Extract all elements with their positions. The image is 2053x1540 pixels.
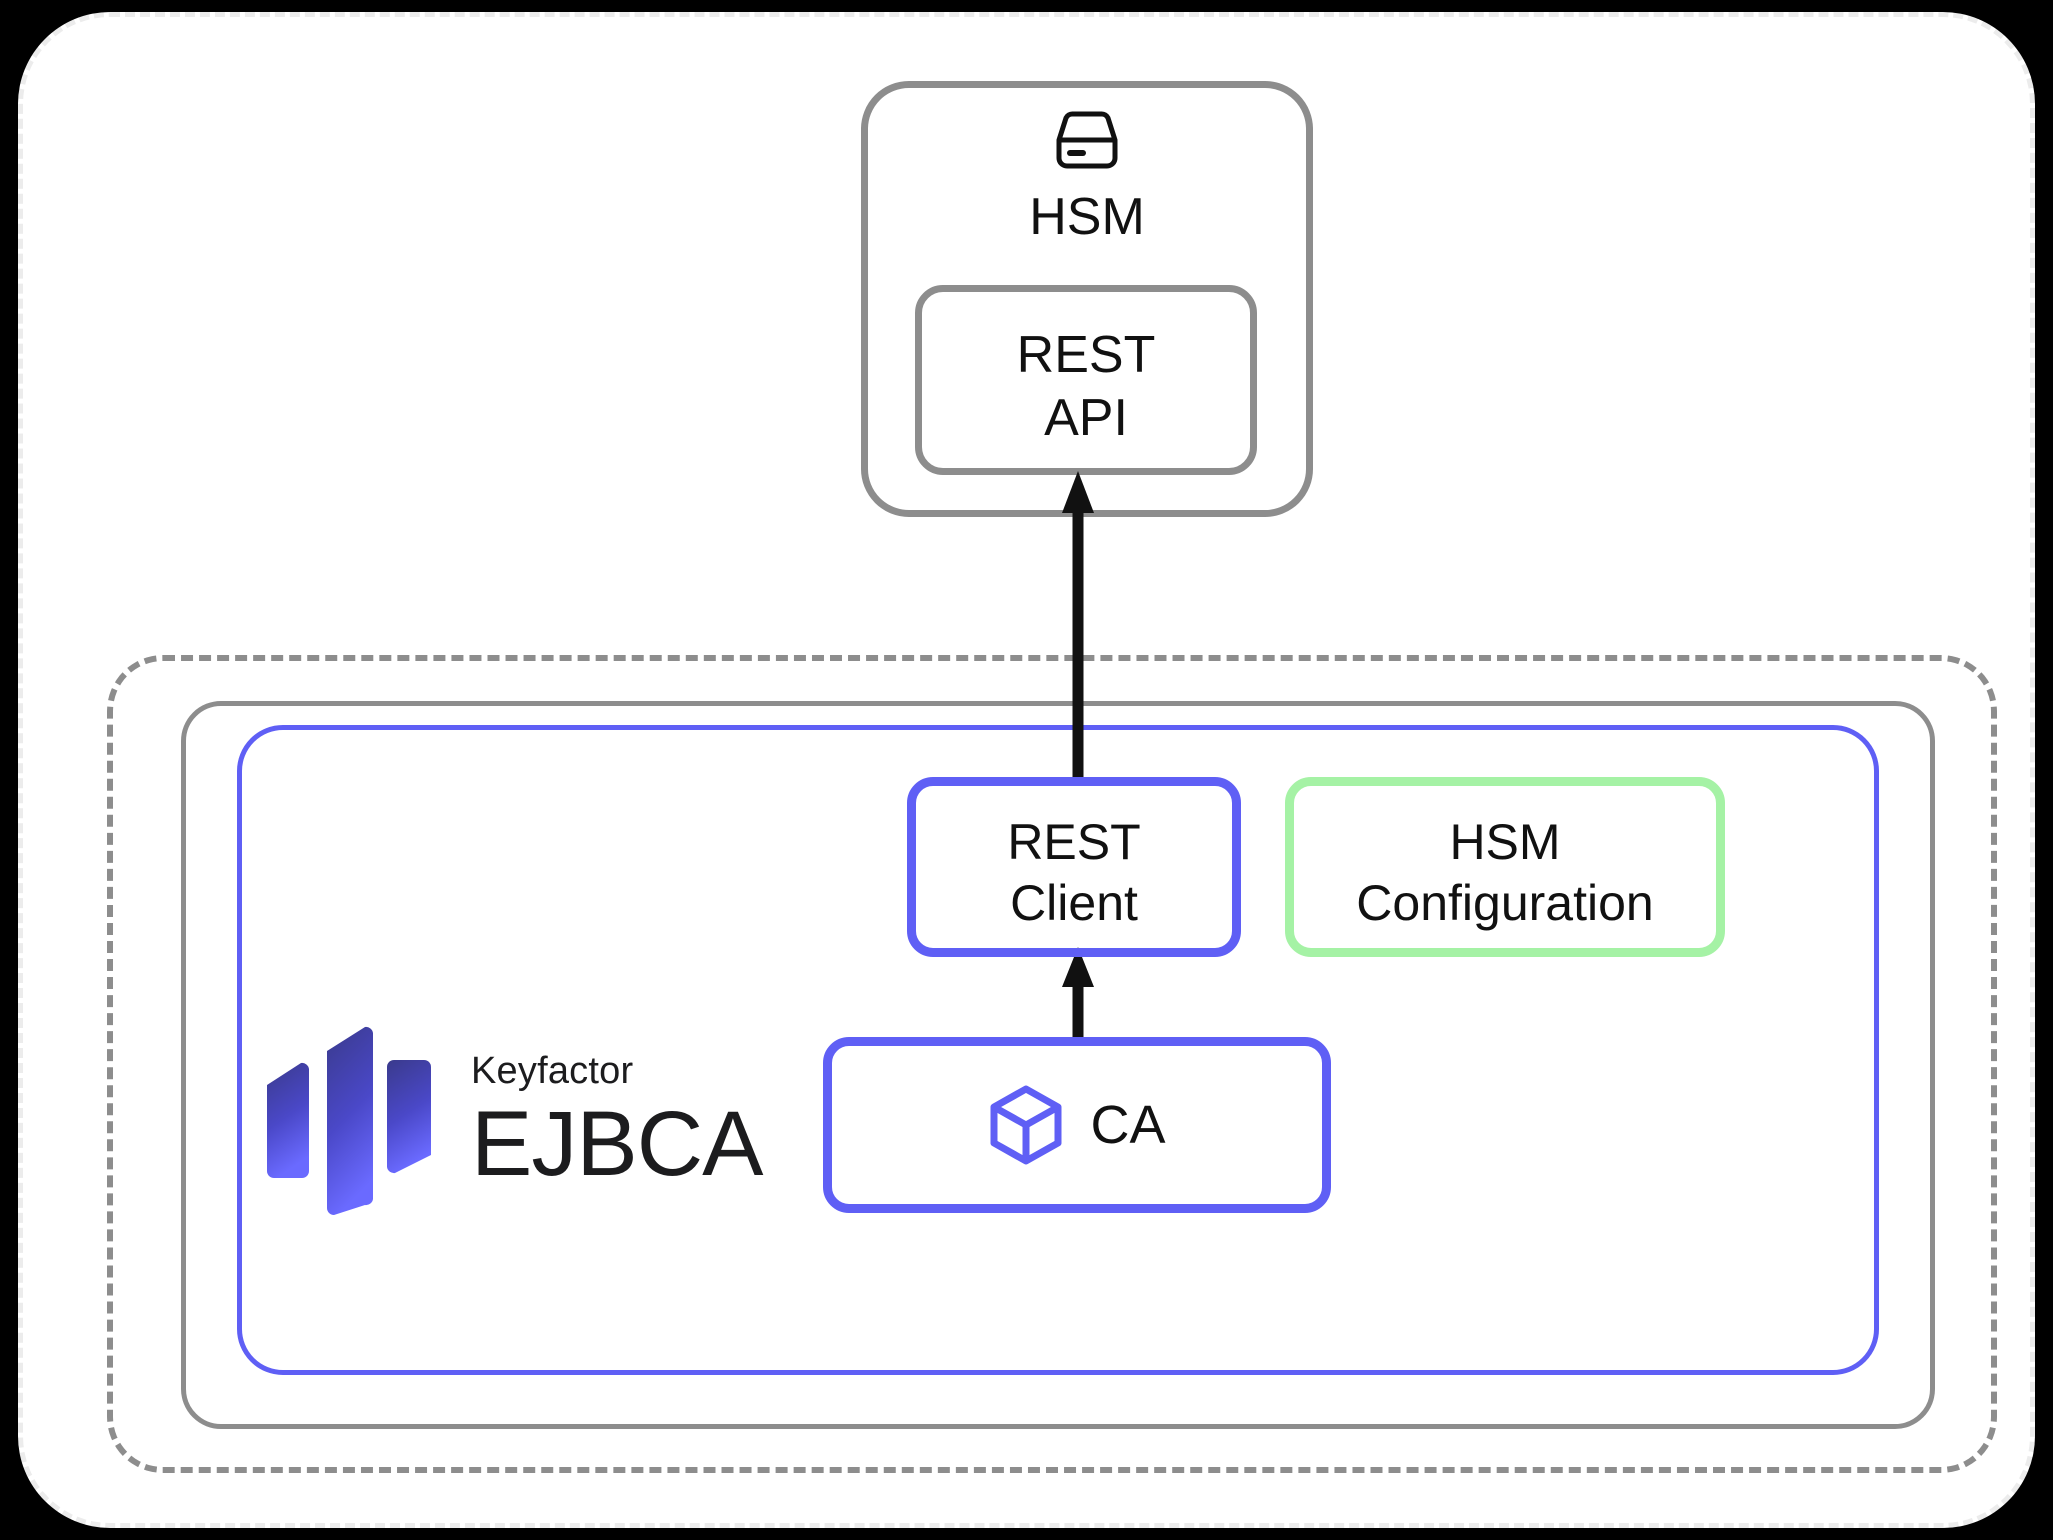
arrow-ca-to-rest-client bbox=[1062, 947, 1094, 1045]
keyfactor-ejbca-logo: Keyfactor EJBCA bbox=[261, 1023, 764, 1219]
rest-api-box[interactable]: REST API bbox=[915, 285, 1257, 475]
ejbca-product-text: EJBCA bbox=[471, 1093, 764, 1195]
rest-client-box[interactable]: REST Client bbox=[907, 777, 1241, 957]
hsm-box[interactable]: HSM bbox=[861, 81, 1313, 517]
rest-api-label: REST API bbox=[1016, 326, 1156, 448]
ca-box[interactable]: CA bbox=[823, 1037, 1331, 1213]
host-boundary-container bbox=[181, 701, 1935, 1429]
cube-icon bbox=[990, 1085, 1062, 1165]
hard-drive-icon bbox=[1056, 111, 1118, 169]
keyfactor-brand-text: Keyfactor bbox=[471, 1050, 634, 1092]
dashed-boundary-container bbox=[107, 655, 1997, 1473]
ejbca-boundary-container bbox=[237, 725, 1879, 1375]
ejbca-wordmark: Keyfactor EJBCA bbox=[471, 1050, 764, 1195]
keyfactor-bars-icon bbox=[267, 1026, 431, 1215]
arrow-rest-client-to-rest-api bbox=[1062, 471, 1094, 781]
hsm-configuration-label: HSM Configuration bbox=[1356, 814, 1654, 931]
ca-label: CA bbox=[1090, 1095, 1166, 1155]
rest-client-label: REST Client bbox=[1007, 814, 1141, 931]
hsm-configuration-box[interactable]: HSM Configuration bbox=[1285, 777, 1725, 957]
hsm-title: HSM bbox=[1029, 188, 1145, 246]
ca-content: CA bbox=[832, 1085, 1322, 1165]
page-card: HSM REST API REST Client HSM Configurati… bbox=[18, 12, 2035, 1528]
